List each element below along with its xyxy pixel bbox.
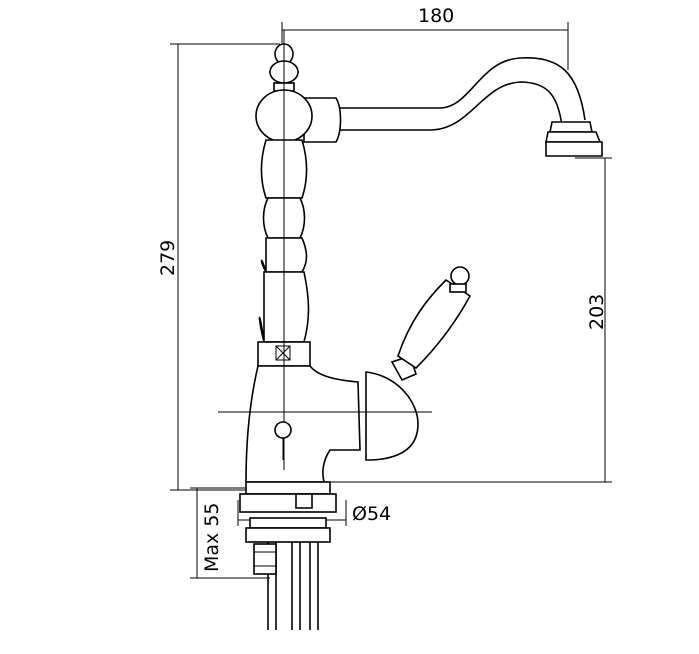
spout [303,57,603,157]
base-and-fixing [239,481,337,630]
lever-handle [390,266,472,382]
spout-height-label: 203 [586,294,608,330]
faucet-body [218,30,432,483]
overall-height-label: 279 [157,240,179,276]
spout-reach-label: 180 [418,5,454,27]
max-deck-thickness-label: Max 55 [201,503,223,573]
base-diameter-label: Ø54 [352,503,391,525]
dimension-lines [170,22,612,579]
